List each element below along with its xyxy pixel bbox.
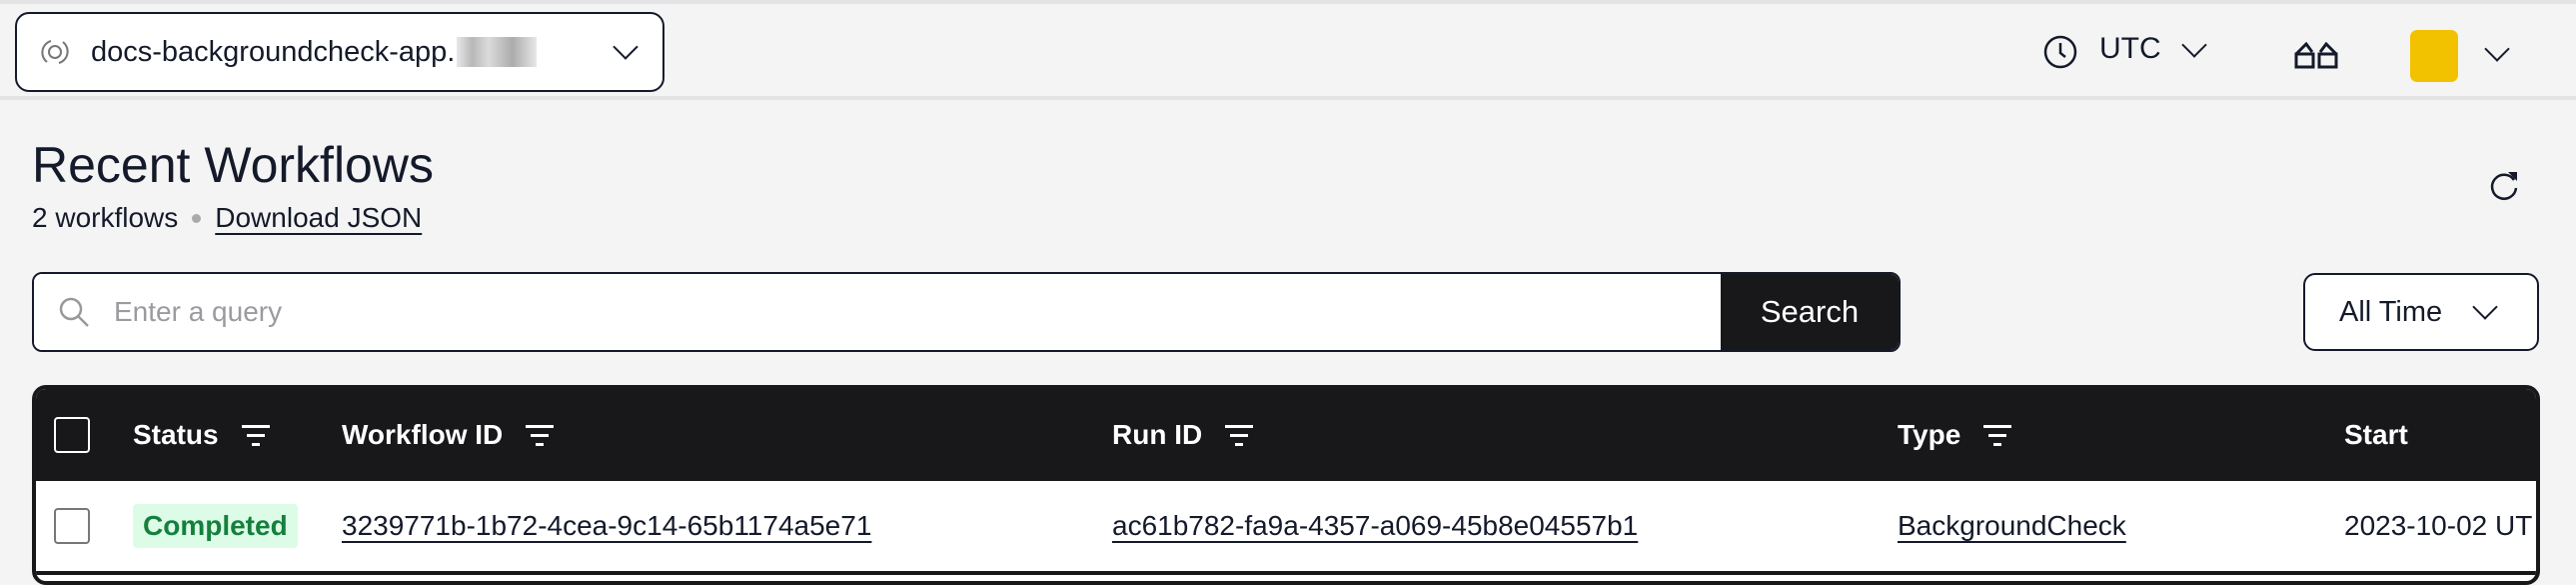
column-workflow-id[interactable]: Workflow ID [342, 419, 555, 451]
time-range-dropdown[interactable]: All Time [2303, 273, 2539, 351]
row-checkbox[interactable] [54, 508, 90, 544]
download-json-link[interactable]: Download JSON [215, 202, 423, 233]
timezone-label: UTC [2099, 32, 2161, 65]
run-id-link[interactable]: ac61b782-fa9a-4357-a069-45b8e04557b1 [1112, 510, 1639, 541]
chevron-down-icon [2472, 294, 2498, 320]
avatar[interactable] [2410, 30, 2458, 82]
table-row[interactable]: Completed 3239771b-1b72-4cea-9c14-65b117… [36, 481, 2536, 575]
workflow-summary: 2 workflows Download JSON [32, 202, 422, 234]
workflow-count: 2 workflows [32, 202, 179, 233]
table-header: Status Workflow ID Run ID Type Start [36, 389, 2536, 481]
search-bar: Search [32, 272, 1901, 352]
namespace-selector[interactable]: docs-backgroundcheck-app. [15, 12, 664, 92]
time-range-value: All Time [2339, 295, 2443, 328]
search-icon [59, 297, 89, 327]
filter-icon[interactable] [1982, 423, 2012, 447]
filter-icon[interactable] [241, 423, 271, 447]
search-button[interactable]: Search [1721, 274, 1899, 350]
redacted-text [457, 37, 538, 67]
labs-glasses-icon[interactable] [2294, 42, 2338, 70]
page-title: Recent Workflows [32, 137, 434, 193]
clock-icon [2043, 35, 2077, 69]
column-status[interactable]: Status [133, 419, 271, 451]
separator-dot [192, 213, 202, 223]
workflow-id-link[interactable]: 3239771b-1b72-4cea-9c14-65b1174a5e71 [342, 510, 872, 541]
chevron-down-icon [613, 34, 639, 60]
column-start[interactable]: Start [2344, 419, 2408, 450]
start-time: 2023-10-02 UT [2344, 510, 2533, 541]
status-badge: Completed [133, 504, 298, 548]
select-all-checkbox[interactable] [54, 417, 90, 453]
namespace-sync-icon [41, 40, 69, 64]
workflows-table: Status Workflow ID Run ID Type Start Com… [32, 385, 2540, 585]
search-input[interactable] [34, 274, 1721, 350]
namespace-name: docs-backgroundcheck-app. [91, 35, 456, 68]
workflow-type-link[interactable]: BackgroundCheck [1898, 510, 2126, 541]
refresh-icon[interactable] [2486, 168, 2522, 204]
filter-icon[interactable] [525, 423, 555, 447]
column-run-id[interactable]: Run ID [1112, 419, 1254, 451]
column-type[interactable]: Type [1898, 419, 2012, 451]
filter-icon[interactable] [1224, 423, 1254, 447]
